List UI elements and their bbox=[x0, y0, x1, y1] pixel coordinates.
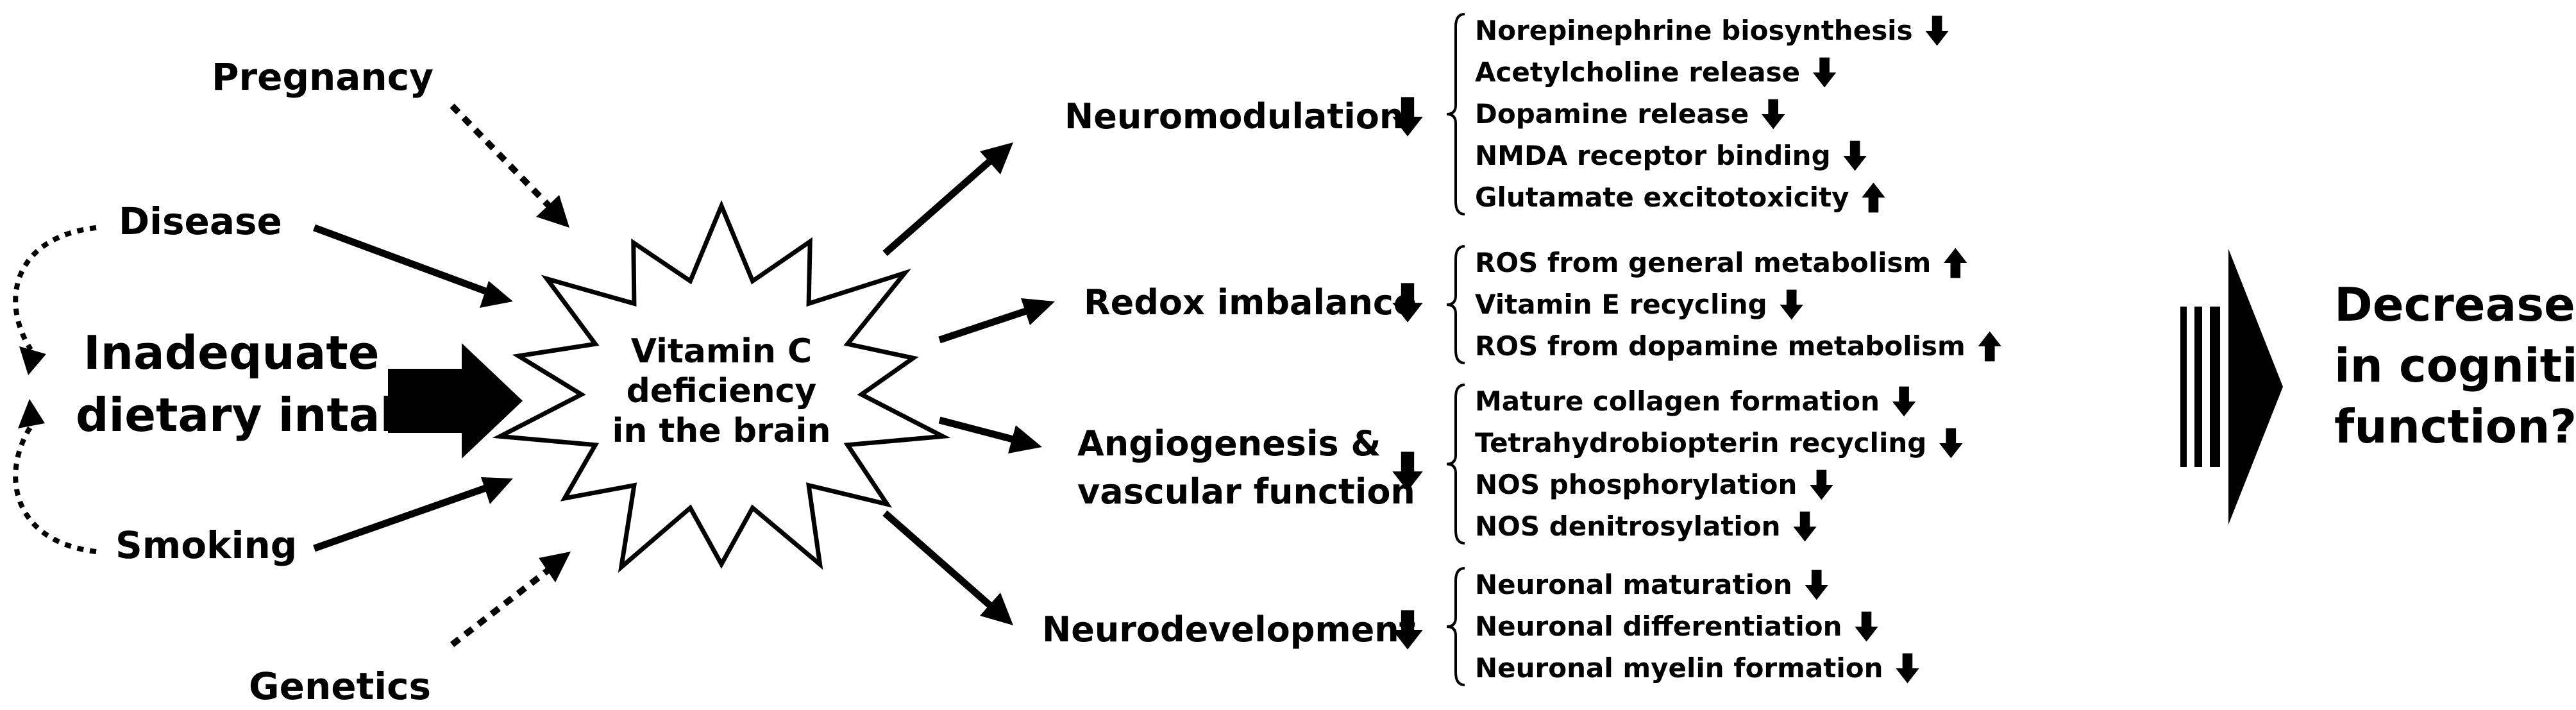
center-line3: in the brain bbox=[612, 412, 831, 450]
effect-arrow-down-icon bbox=[1780, 289, 1803, 320]
effect-item: Neuronal maturation bbox=[1475, 569, 1792, 600]
effect-arrow-up-icon bbox=[1862, 182, 1885, 213]
arrow-to-neuromodulation bbox=[882, 157, 993, 257]
dotted-arrow-smoking-to-intake bbox=[13, 425, 97, 554]
outcome-line2: in cognitive bbox=[2334, 339, 2576, 393]
effect-item: ROS from dopamine metabolism bbox=[1475, 330, 1966, 362]
effect-item: Dopamine release bbox=[1475, 98, 1749, 130]
category-arrow-down-icon bbox=[1392, 452, 1423, 491]
arrow-smoking bbox=[313, 484, 489, 552]
effect-arrow-down-icon bbox=[1843, 140, 1867, 171]
category-arrow-down-icon bbox=[1392, 97, 1423, 137]
block-arrow-intake bbox=[388, 343, 523, 459]
cause-disease: Disease bbox=[119, 199, 282, 243]
effect-item: Acetylcholine release bbox=[1475, 56, 1800, 88]
arrow-head bbox=[1008, 425, 1042, 453]
effect-arrow-down-icon bbox=[1939, 428, 1963, 459]
effect-item: ROS from general metabolism bbox=[1475, 247, 1931, 278]
outcome-line3: function? bbox=[2334, 400, 2576, 453]
effect-arrow-down-icon bbox=[1762, 99, 1785, 130]
cause-intake-line1: Inadequate bbox=[83, 326, 380, 380]
category-label: Angiogenesis & bbox=[1077, 423, 1381, 464]
cause-smoking: Smoking bbox=[115, 523, 297, 567]
center-line1: Vitamin C bbox=[631, 332, 812, 371]
outcome-arrow bbox=[2180, 249, 2283, 525]
cause-genetics: Genetics bbox=[249, 664, 431, 708]
effect-item: NOS phosphorylation bbox=[1475, 469, 1797, 500]
dotted-arrow-pregnancy bbox=[450, 103, 554, 211]
burst-shape bbox=[492, 199, 951, 573]
arrow-head bbox=[481, 477, 513, 504]
category-arrow-down-icon bbox=[1392, 283, 1423, 323]
cause-intake-line2: dietary intake bbox=[76, 388, 441, 442]
effect-arrow-down-icon bbox=[1896, 653, 1919, 684]
effect-item: Neuronal myelin formation bbox=[1475, 652, 1883, 684]
category-brace bbox=[1446, 13, 1465, 216]
effect-item: Vitamin E recycling bbox=[1475, 289, 1767, 320]
category-arrow-down-icon bbox=[1392, 610, 1423, 650]
outcome-line1: Decrease bbox=[2334, 278, 2575, 332]
effect-item: NMDA receptor binding bbox=[1475, 140, 1831, 171]
category-label: Neurodevelopment bbox=[1042, 609, 1416, 650]
dotted-arrow-head bbox=[539, 552, 571, 582]
arrow-head bbox=[980, 593, 1013, 625]
dotted-arrow-head bbox=[536, 195, 569, 228]
arrow-head bbox=[480, 281, 513, 308]
category-brace bbox=[1446, 567, 1465, 686]
effect-item: Norepinephrine biosynthesis bbox=[1475, 15, 1913, 46]
effect-item: Glutamate excitotoxicity bbox=[1475, 182, 1849, 213]
effect-arrow-down-icon bbox=[1892, 386, 1916, 417]
dotted-arrow-genetics bbox=[450, 565, 554, 647]
arrow-to-angiogenesis bbox=[938, 416, 1014, 443]
effect-arrow-up-icon bbox=[1944, 248, 1967, 278]
effect-arrow-down-icon bbox=[1925, 15, 1949, 46]
category-label: Neuromodulation bbox=[1065, 96, 1404, 137]
arrow-disease bbox=[313, 224, 489, 296]
effect-arrow-down-icon bbox=[1810, 469, 1833, 500]
category-label: vascular function bbox=[1077, 471, 1415, 512]
category-label: Redox imbalance bbox=[1084, 282, 1417, 323]
effect-arrow-up-icon bbox=[1978, 331, 2001, 362]
effect-item: Neuronal differentiation bbox=[1475, 611, 1842, 642]
center-line2: deficiency bbox=[627, 372, 817, 410]
dotted-arrow-disease-to-intake bbox=[13, 225, 97, 351]
effect-arrow-down-icon bbox=[1855, 611, 1878, 642]
cause-pregnancy: Pregnancy bbox=[212, 55, 434, 99]
dotted-arrow-head bbox=[19, 346, 46, 375]
category-brace bbox=[1446, 384, 1465, 545]
arrow-to-neurodevelopment bbox=[882, 510, 993, 609]
effect-item: Tetrahydrobiopterin recycling bbox=[1475, 427, 1926, 459]
effect-arrow-down-icon bbox=[1805, 570, 1828, 600]
arrow-head bbox=[1021, 298, 1055, 325]
effect-item: Mature collagen formation bbox=[1475, 385, 1880, 417]
effect-arrow-down-icon bbox=[1812, 57, 1837, 88]
category-brace bbox=[1446, 245, 1465, 364]
effect-arrow-down-icon bbox=[1793, 511, 1817, 542]
categories-group: Neuromodulation Norepinephrine biosynthes… bbox=[1042, 13, 2001, 686]
dotted-arrow-head bbox=[18, 399, 45, 428]
effect-item: NOS denitrosylation bbox=[1475, 511, 1781, 542]
arrow-to-redox bbox=[938, 307, 1027, 344]
arrow-head bbox=[980, 142, 1013, 174]
